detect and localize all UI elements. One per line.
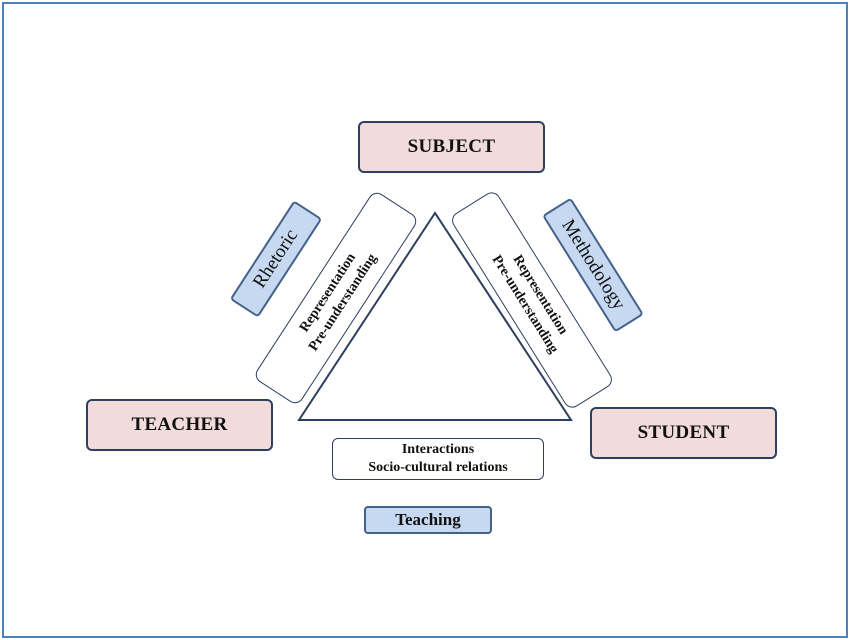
subject-node: SUBJECT	[358, 121, 545, 173]
teaching-label: Teaching	[395, 510, 461, 529]
student-label: STUDENT	[637, 422, 730, 443]
teacher-label: TEACHER	[131, 414, 228, 435]
bottom-side-line1: Interactions	[401, 442, 475, 457]
teacher-node: TEACHER	[86, 399, 273, 451]
bottom-side-line2: Socio-cultural relations	[368, 460, 508, 475]
teaching-tag: Teaching	[364, 506, 492, 534]
subject-label: SUBJECT	[407, 136, 496, 157]
bottom-side-box: Interactions Socio-cultural relations	[332, 438, 544, 480]
student-node: STUDENT	[590, 407, 777, 459]
